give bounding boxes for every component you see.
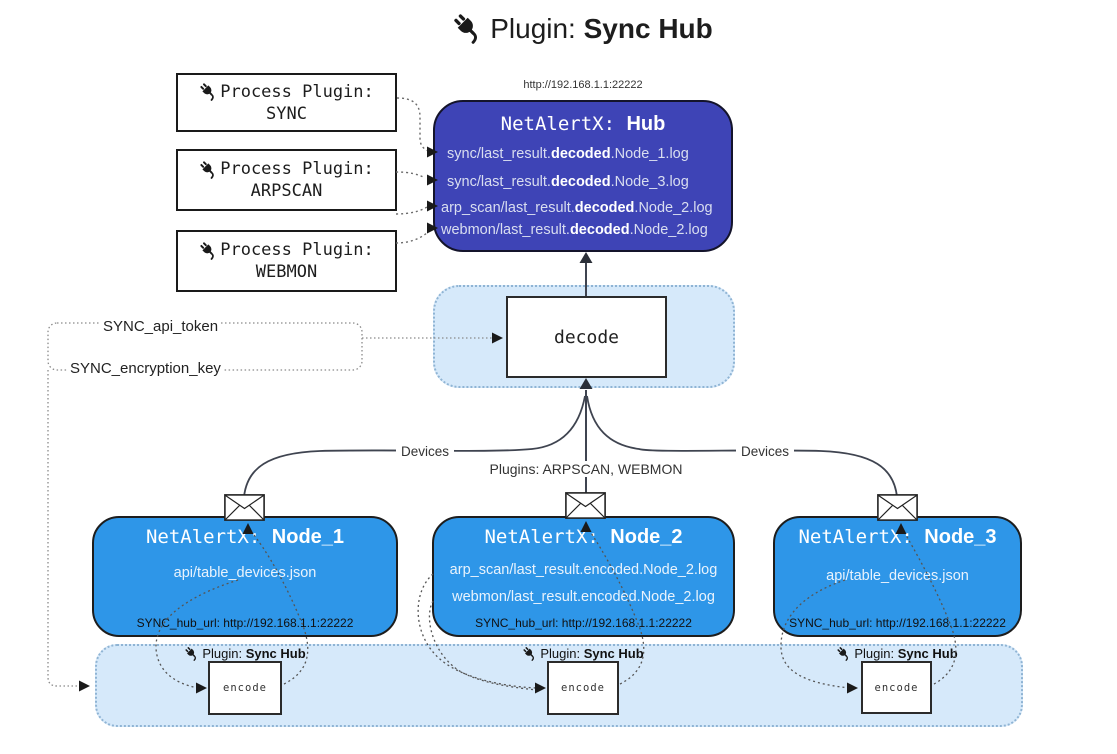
node-hub-url: SYNC_hub_url: http://192.168.1.1:22222 bbox=[789, 616, 1006, 630]
process-plugin-webmon: Process Plugin: WEBMON bbox=[176, 230, 397, 292]
node-file: api/table_devices.json bbox=[173, 565, 317, 581]
process-plugin-label: Process Plugin: bbox=[220, 159, 374, 179]
setting-api-token: SYNC_api_token bbox=[100, 318, 222, 335]
encode-box: encode bbox=[861, 661, 932, 714]
process-plugin-name: WEBMON bbox=[255, 262, 318, 282]
hub-log-line: sync/last_result.decoded.Node_1.log bbox=[447, 146, 689, 162]
hub-log-line: webmon/last_result.decoded.Node_2.log bbox=[441, 222, 708, 238]
process-plugin-sync: Process Plugin: SYNC bbox=[176, 73, 397, 132]
node-2-box: NetAlertX: Node_2 arp_scan/last_result.e… bbox=[432, 516, 735, 637]
envelope-icon bbox=[565, 492, 606, 519]
encoder-label: Plugin: Sync Hub bbox=[522, 646, 644, 661]
process-plugin-label: Process Plugin: bbox=[220, 81, 374, 102]
edge-label-devices-right: Devices bbox=[735, 444, 795, 459]
page-title: Plugin: Sync Hub bbox=[24, 12, 1117, 45]
node-hub-url: SYNC_hub_url: http://192.168.1.1:22222 bbox=[475, 616, 692, 630]
node-1-box: NetAlertX: Node_1 api/table_devices.json… bbox=[92, 516, 398, 637]
hub-title-name: Hub bbox=[626, 113, 666, 135]
node-hub-url: SYNC_hub_url: http://192.168.1.1:22222 bbox=[136, 616, 354, 630]
node-file: webmon/last_result.encoded.Node_2.log bbox=[452, 589, 715, 605]
encode-box: encode bbox=[547, 661, 619, 715]
edge-label-plugins: Plugins: ARPSCAN, WEBMON bbox=[484, 461, 688, 477]
hub-box: NetAlertX: Hub sync/last_result.decoded.… bbox=[433, 100, 733, 252]
envelope-icon bbox=[877, 494, 918, 521]
hub-log-line: sync/last_result.decoded.Node_3.log bbox=[447, 174, 689, 190]
hub-title-prefix: NetAlertX: bbox=[500, 113, 627, 135]
encode-box: encode bbox=[208, 661, 282, 715]
process-plugin-name: SYNC bbox=[266, 103, 307, 124]
plug-icon bbox=[199, 82, 218, 101]
encoder-label: Plugin: Sync Hub bbox=[184, 646, 306, 661]
node-3-box: NetAlertX: Node_3 api/table_devices.json… bbox=[773, 516, 1022, 637]
plug-icon bbox=[522, 646, 537, 661]
hub-log-line: arp_scan/last_result.decoded.Node_2.log bbox=[441, 200, 713, 216]
node-file: api/table_devices.json bbox=[826, 568, 969, 584]
process-plugin-name: ARPSCAN bbox=[250, 181, 323, 201]
node-title: NetAlertX: Node_1 bbox=[145, 526, 345, 548]
decode-box: decode bbox=[506, 296, 667, 378]
plug-icon bbox=[184, 646, 199, 661]
hub-url: http://192.168.1.1:22222 bbox=[523, 79, 643, 91]
node-file: arp_scan/last_result.encoded.Node_2.log bbox=[449, 562, 718, 578]
hub-title: NetAlertX: Hub bbox=[435, 113, 731, 136]
encoder-label: Plugin: Sync Hub bbox=[836, 646, 958, 661]
process-plugin-label: Process Plugin: bbox=[220, 240, 374, 260]
plug-icon bbox=[836, 646, 851, 661]
plug-icon bbox=[199, 241, 218, 260]
node-title: NetAlertX: Node_3 bbox=[798, 526, 997, 548]
setting-encryption-key: SYNC_encryption_key bbox=[67, 360, 224, 377]
envelope-icon bbox=[224, 494, 265, 521]
title-name: Sync Hub bbox=[583, 13, 713, 44]
plug-icon bbox=[199, 160, 218, 179]
process-plugin-arpscan: Process Plugin: ARPSCAN bbox=[176, 149, 397, 211]
title-prefix: Plugin: bbox=[490, 13, 584, 44]
edge-label-devices-left: Devices bbox=[395, 444, 455, 459]
plug-icon bbox=[452, 12, 484, 44]
node-title: NetAlertX: Node_2 bbox=[484, 526, 683, 548]
